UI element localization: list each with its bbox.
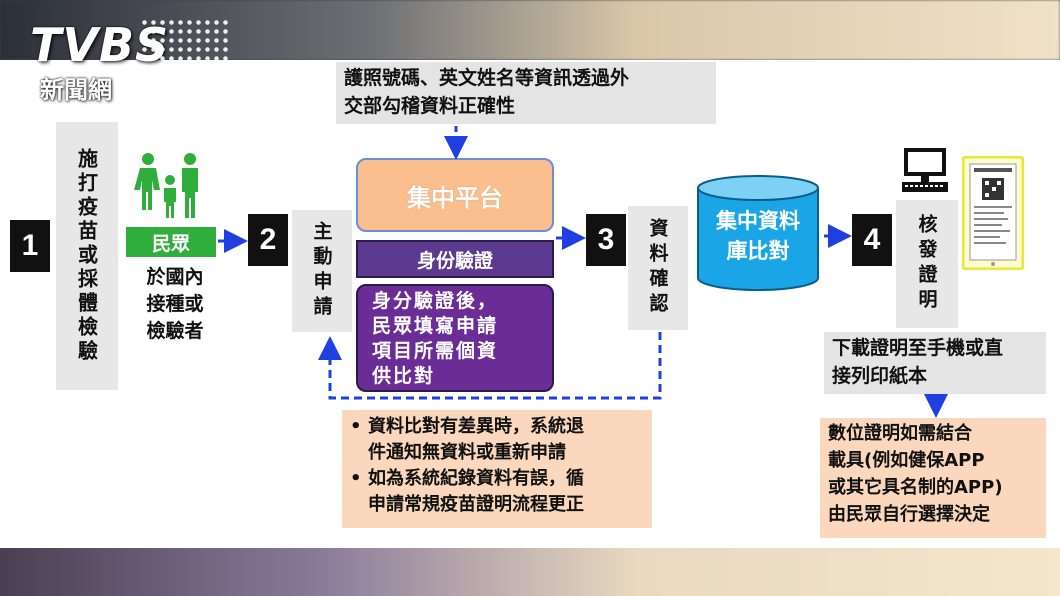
step-2-number: 2	[248, 214, 288, 266]
note-line: 接列印紙本	[832, 365, 928, 387]
note-bullet-item: • 如為系統紀錄資料有誤，循 申請常規疫苗證明流程更正	[350, 466, 644, 518]
step-3-number: 3	[586, 214, 626, 266]
note-line: 申請常規疫苗證明流程更正	[368, 494, 584, 515]
database-line: 集中資料	[716, 209, 800, 233]
step-4-label: 核發證明	[896, 200, 958, 328]
people-desc-line: 於國內	[146, 266, 204, 288]
download-note: 下載證明至手機或直 接列印紙本	[824, 332, 1046, 394]
step-1-label: 施打疫苗或採體檢驗	[56, 122, 118, 390]
note-line: 下載證明至手機或直	[832, 337, 1004, 359]
database-icon	[697, 175, 819, 291]
note-line: 交部勾稽資料正確性	[344, 95, 516, 117]
bullet: •	[350, 416, 362, 437]
diagram-slide: 1 施打疫苗或採體檢驗 民眾 於國內 接種或 檢驗者 2 主動申請 護照號碼、英…	[0, 60, 1060, 548]
note-line: 如為系統紀錄資料有誤，循	[368, 468, 584, 489]
note-line: 數位證明如需結合	[828, 423, 972, 444]
passport-check-note: 護照號碼、英文姓名等資訊透過外 交部勾稽資料正確性	[336, 62, 716, 124]
digital-certificate-note: 數位證明如需結合 載具(例如健保APP 或其它具名制的APP) 由民眾自行選擇決…	[820, 418, 1046, 538]
logo-subtitle: 新聞網	[40, 76, 112, 104]
detail-line: 民眾填寫申請	[372, 315, 499, 337]
background-bottom	[0, 548, 1060, 596]
people-desc-line: 檢驗者	[146, 320, 204, 342]
note-bullet-item: • 資料比對有差異時，系統退 件通知無資料或重新申請	[350, 414, 644, 466]
mobile-certificate-icon	[962, 156, 1024, 270]
detail-line: 項目所需個資	[372, 340, 499, 362]
note-line: 件通知無資料或重新申請	[368, 442, 566, 463]
people-desc-line: 接種或	[146, 293, 204, 315]
note-line: 由民眾自行選擇決定	[828, 504, 990, 525]
family-icon	[134, 153, 198, 218]
people-badge: 民眾	[126, 227, 216, 257]
people-description: 於國內 接種或 檢驗者	[130, 264, 220, 345]
note-line: 或其它具名制的APP)	[828, 477, 1003, 498]
step-3-label: 資料確認	[628, 206, 688, 330]
computer-icon	[902, 148, 948, 192]
step-2-label: 主動申請	[292, 210, 352, 332]
detail-line: 身分驗證後，	[372, 290, 499, 312]
bullet: •	[350, 468, 362, 489]
database-label: 集中資料 庫比對	[694, 206, 822, 266]
flow-arrows	[218, 126, 948, 418]
tvbs-logo: TVBS 新聞網	[30, 18, 230, 118]
logo-dot-pattern	[140, 18, 230, 98]
discrepancy-note: • 資料比對有差異時，系統退 件通知無資料或重新申請 • 如為系統紀錄資料有誤，…	[342, 410, 652, 528]
detail-line: 供比對	[372, 365, 436, 387]
step-1-number: 1	[10, 220, 50, 272]
note-line: 護照號碼、英文姓名等資訊透過外	[344, 67, 630, 89]
database-line: 庫比對	[726, 239, 790, 263]
note-line: 資料比對有差異時，系統退	[368, 416, 584, 437]
step-4-number: 4	[852, 214, 892, 266]
central-platform-box: 集中平台	[356, 158, 554, 232]
note-line: 載具(例如健保APP	[828, 450, 985, 471]
identity-verification-box: 身份驗證	[356, 240, 554, 278]
arrow-return-loop	[318, 332, 662, 400]
application-detail-box: 身分驗證後， 民眾填寫申請 項目所需個資 供比對	[356, 284, 554, 392]
